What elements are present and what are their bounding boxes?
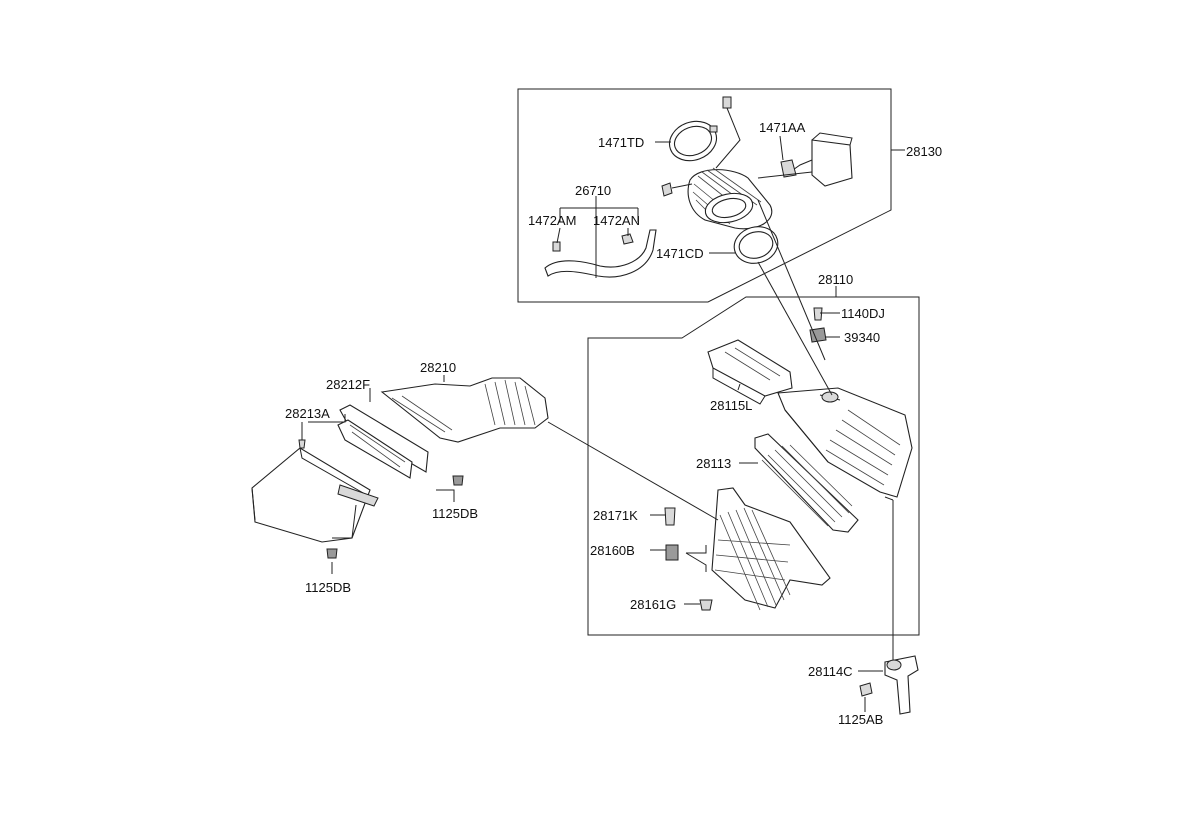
air-cleaner-assembly (664, 307, 919, 715)
label-28212F: 28212F (326, 377, 370, 392)
label-26710: 26710 (575, 183, 611, 198)
label-28115L: 28115L (710, 398, 752, 413)
air-intake-hose-assembly (544, 96, 853, 278)
part-labels: 28130 1471TD 1471AA 26710 1472AM 1472AN … (285, 120, 942, 727)
label-1471AA: 1471AA (759, 120, 806, 135)
leader-lines (301, 135, 905, 712)
label-1125AB: 1125AB (838, 712, 883, 727)
label-1140DJ: 1140DJ (841, 306, 885, 321)
label-39340: 39340 (844, 330, 880, 345)
label-1472AM: 1472AM (528, 213, 576, 228)
label-28130: 28130 (906, 144, 942, 159)
label-28213A: 28213A (285, 406, 330, 421)
label-1125DB-lower: 1125DB (305, 580, 351, 595)
label-28113: 28113 (696, 456, 731, 471)
label-28171K: 28171K (593, 508, 638, 523)
intake-duct-assembly (251, 377, 549, 559)
group-box-28110 (587, 296, 920, 636)
label-28110: 28110 (818, 272, 853, 287)
label-28160B: 28160B (590, 543, 635, 558)
label-28210: 28210 (420, 360, 456, 375)
label-1471TD: 1471TD (598, 135, 644, 150)
label-1125DB-upper: 1125DB (432, 506, 478, 521)
label-28161G: 28161G (630, 597, 676, 612)
label-1472AN: 1472AN (593, 213, 640, 228)
label-1471CD: 1471CD (656, 246, 704, 261)
group-box-28130 (517, 88, 892, 303)
label-28114C: 28114C (808, 664, 853, 679)
